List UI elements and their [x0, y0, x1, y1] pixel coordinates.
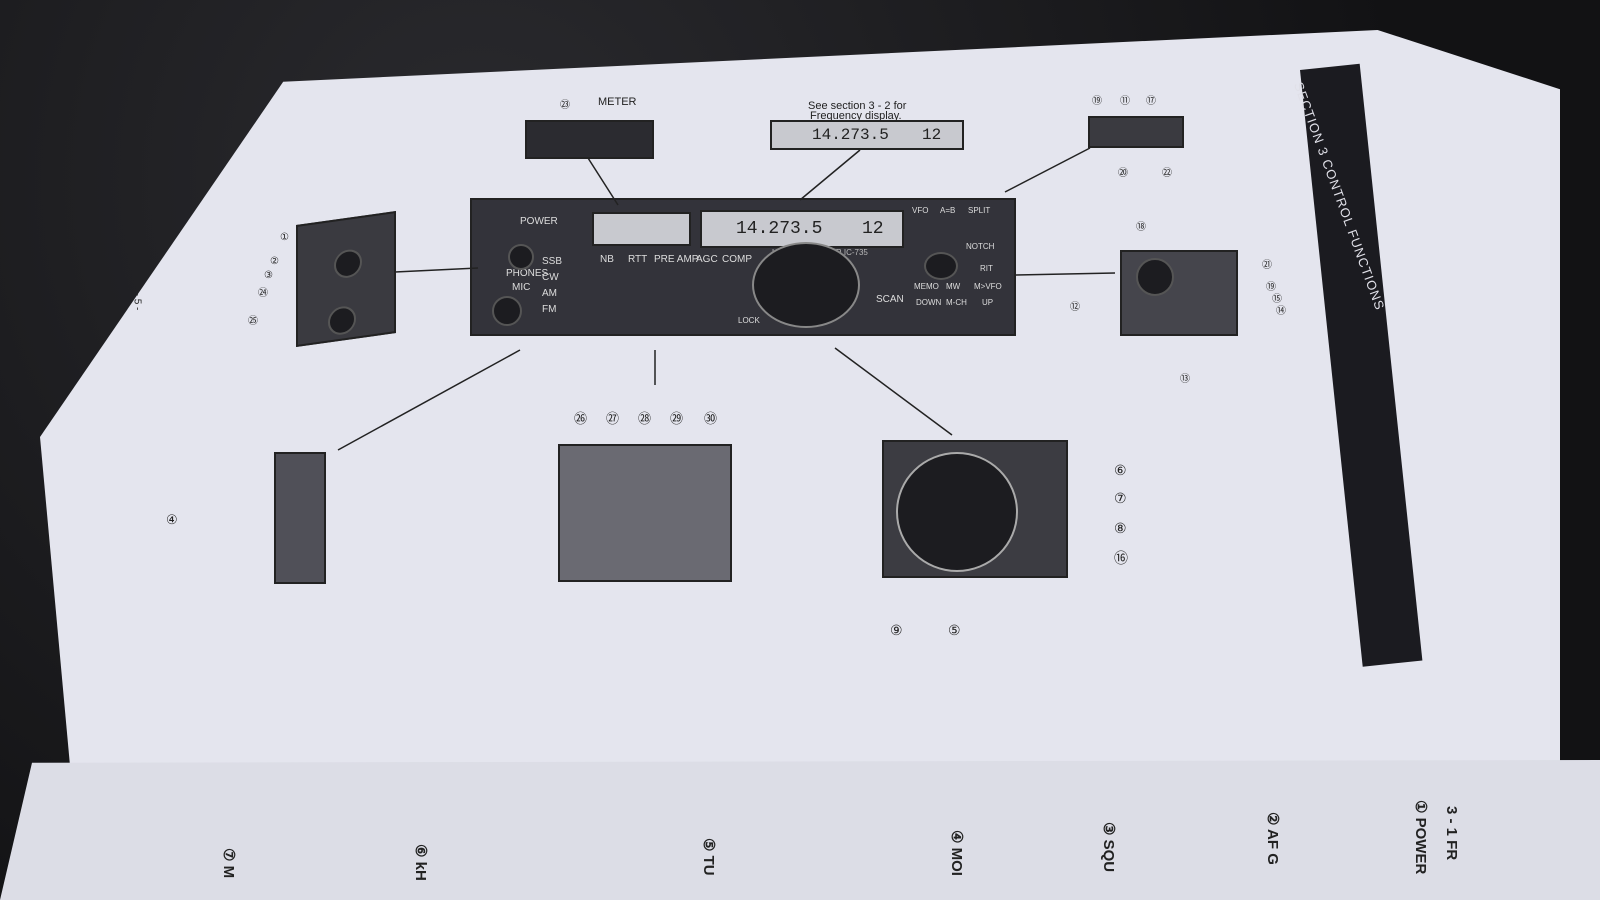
rp-callout-1: ⑱ [1136, 222, 1146, 233]
split-label: SPLIT [968, 206, 991, 215]
func-nb: NB [600, 254, 614, 265]
mw-label: MW [946, 282, 961, 291]
mch-label: M-CH [946, 298, 967, 307]
tr-callout-1: ⑲ [1092, 96, 1102, 107]
main-lcd: 14.273.5 12 [700, 210, 904, 248]
dp-callout-5: ⑨ [890, 622, 903, 638]
bottom-item-7: ⑦ M [220, 848, 237, 879]
tr-callout-3: ⑰ [1146, 96, 1156, 107]
lp-callout-5: ㉕ [248, 316, 258, 327]
lp-callout-1: ① [280, 232, 289, 243]
meter-window [592, 212, 691, 246]
dp-callout-2: ⑦ [1114, 490, 1127, 506]
fp-callout-2: ㉗ [606, 411, 620, 426]
right-detail-panel [1120, 250, 1238, 336]
rp-callout-7: ⑬ [1180, 374, 1190, 385]
dp-callout-1: ⑥ [1114, 462, 1127, 478]
rp-callout-5: ⑫ [1070, 302, 1080, 313]
freq-note-line2: Frequency display. [810, 110, 902, 122]
meter-panel [525, 120, 654, 159]
bottom-item-3: ③ SQU [1100, 822, 1117, 873]
func-preamp: PRE AMP [654, 254, 699, 265]
memo-label: MEMO [914, 282, 939, 291]
down-label: DOWN [916, 298, 942, 307]
notch-label: NOTCH [966, 242, 995, 251]
dial-detail-panel [882, 440, 1068, 578]
fp-callout-3: ㉘ [638, 411, 652, 426]
right-detail-knob [1136, 258, 1174, 296]
bottom-item-6: ⑥ kH [412, 844, 429, 881]
mode-detail-panel [274, 452, 326, 584]
rp-callout-6: ⑭ [1276, 306, 1286, 317]
bottom-heading: 3 - 1 FR [1443, 806, 1460, 861]
vfo-label: VFO [912, 206, 929, 215]
bottom-item-1: ① POWER [1412, 800, 1429, 875]
mvfo-label: M>VFO [974, 282, 1002, 291]
main-lcd-freq: 14.273.5 [736, 219, 823, 239]
af-knob [508, 244, 534, 270]
rit-label: RIT [980, 264, 993, 273]
rp-callout-2: ㉑ [1262, 260, 1272, 271]
lp-callout-2: ② [270, 256, 279, 267]
func-agc: AGC [696, 254, 718, 265]
dp-callout-4: ⑯ [1114, 550, 1128, 566]
fp-callout-1: ㉖ [574, 411, 588, 426]
bottom-item-2: ② AF G [1264, 812, 1281, 865]
lcd-small-ch: 12 [922, 126, 942, 144]
fp-callout-5: ㉚ [704, 411, 718, 426]
tuning-dial [752, 242, 860, 328]
power-label: POWER [520, 216, 558, 227]
mode-callout: ④ [166, 512, 178, 527]
rp-callout-3: ⑲ [1266, 282, 1276, 293]
fp-callout-4: ㉙ [670, 411, 684, 426]
meter-callout: ㉓ [560, 100, 570, 111]
lp-callout-4: ㉔ [258, 288, 268, 299]
mode-fm: FM [542, 304, 557, 315]
freq-note-line1: See section 3 - 2 for [808, 100, 907, 112]
lcd-small-freq: 14.273.5 [812, 126, 889, 144]
main-lcd-ch: 12 [862, 219, 884, 239]
meter-label: METER [598, 96, 637, 108]
dp-callout-6: ⑤ [948, 622, 961, 638]
func-comp: COMP [722, 254, 752, 265]
tr-callout-5: ㉒ [1162, 168, 1172, 179]
facing-page [0, 760, 1600, 900]
lcd-small: 14.273.5 12 [770, 120, 964, 150]
phones-label: PHONES [506, 268, 549, 279]
top-right-panel [1088, 116, 1184, 148]
lp-callout-3: ③ [264, 270, 273, 281]
mode-am: AM [542, 288, 557, 299]
notch-knob [924, 252, 958, 280]
tr-callout-4: ⑳ [1118, 168, 1128, 179]
scan-label: SCAN [876, 294, 904, 305]
mic-connector [492, 296, 522, 326]
func-rtt: RTT [628, 254, 648, 265]
up-label: UP [982, 298, 994, 307]
lock-label: LOCK [738, 316, 760, 325]
rp-callout-4: ⑮ [1272, 294, 1282, 305]
func-detail-panel [558, 444, 732, 582]
bottom-item-5: ⑤ TU [700, 838, 717, 876]
bottom-item-4: ④ MOI [948, 830, 965, 876]
mode-ssb: SSB [542, 256, 563, 267]
dp-callout-3: ⑧ [1114, 520, 1127, 536]
manual-page [40, 30, 1560, 770]
tr-callout-2: ⑪ [1120, 96, 1130, 107]
mic-label: MIC [512, 282, 531, 293]
transceiver-front: POWER PHONES MIC 14.273.5 12 HF TRANSCEI… [470, 198, 1016, 336]
mode-cw: CW [542, 272, 559, 283]
dial-detail-knob [896, 452, 1018, 572]
ab-label: A=B [940, 206, 956, 215]
